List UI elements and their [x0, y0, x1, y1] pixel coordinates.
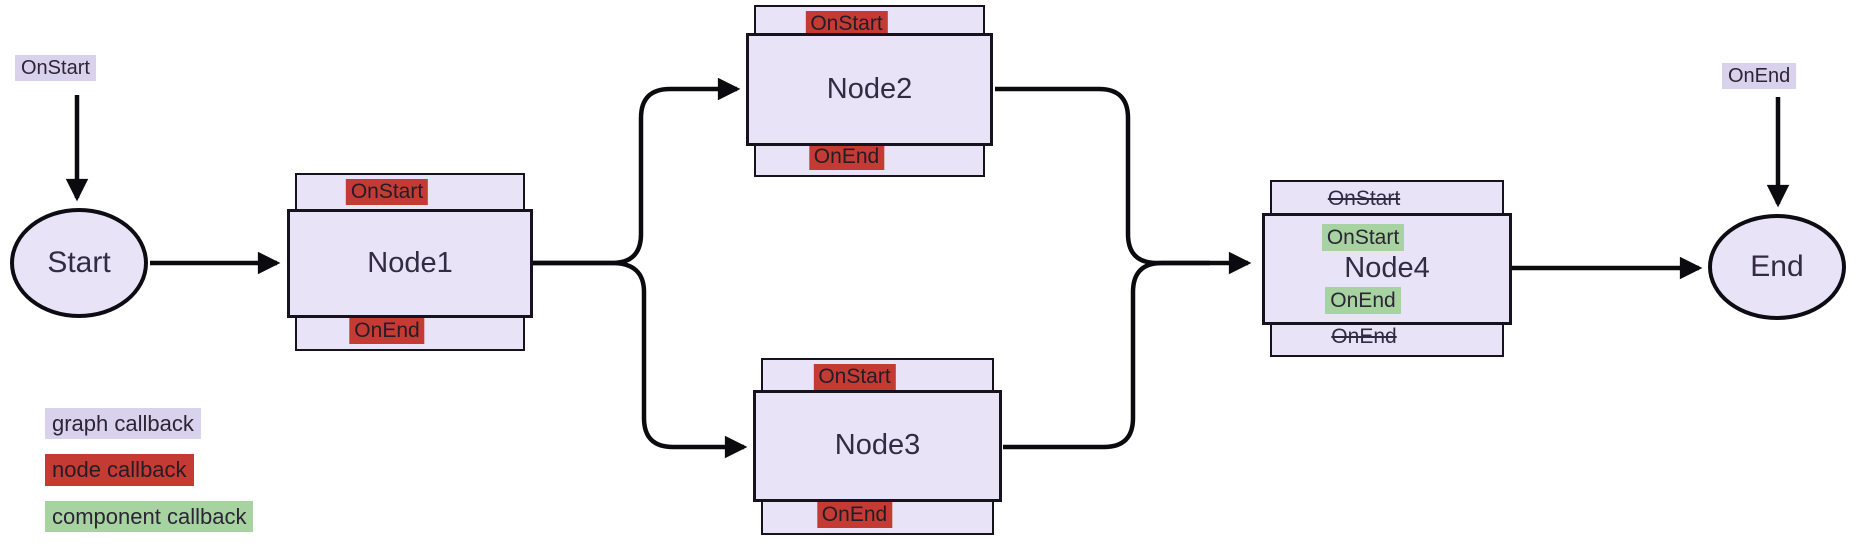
node3: OnStart OnEnd Node3 — [753, 358, 1002, 535]
graph-onstart-label: OnStart — [15, 55, 96, 81]
graph-onend-label: OnEnd — [1722, 63, 1797, 89]
node1-onstart-callback: OnStart — [345, 179, 429, 206]
node3-onend-callback: OnEnd — [816, 501, 893, 528]
node4-body: OnStart Node4 OnEnd — [1262, 213, 1512, 325]
edge-node1-to-node2 — [533, 77, 741, 266]
node1-onend-callback: OnEnd — [349, 317, 425, 344]
legend: graph callback node callback component c… — [45, 408, 254, 532]
legend-graph-callback: graph callback — [45, 408, 201, 440]
node4-title: Node4 — [1344, 252, 1430, 285]
legend-component-callback: component callback — [45, 500, 254, 532]
node4: OnStart OnEnd OnStart Node4 OnEnd — [1262, 180, 1512, 357]
legend-node-callback: node callback — [45, 454, 194, 486]
node4-component-onstart-callback: OnStart — [1321, 224, 1405, 252]
node4-onend-callback-disabled: OnEnd — [1331, 324, 1397, 348]
node1-title: Node1 — [367, 246, 453, 279]
node2-body: Node2 — [746, 33, 993, 146]
node1: OnStart OnEnd Node1 — [287, 173, 533, 351]
node3-title: Node3 — [834, 429, 921, 462]
edge-node3-to-node4 — [1003, 260, 1210, 450]
node3-body: Node3 — [753, 390, 1002, 502]
node2: OnStart OnEnd Node2 — [746, 5, 993, 177]
node4-component-onend-callback: OnEnd — [1325, 286, 1401, 314]
start-node-label: Start — [47, 246, 111, 279]
node2-onend-callback: OnEnd — [808, 143, 885, 170]
start-node: Start — [10, 208, 148, 318]
end-node: End — [1708, 214, 1846, 320]
end-node-label: End — [1750, 250, 1804, 283]
edge-node2-to-node4 — [995, 86, 1252, 275]
node3-onstart-callback: OnStart — [813, 364, 896, 391]
node2-onstart-callback: OnStart — [805, 11, 888, 38]
node2-title: Node2 — [826, 72, 913, 105]
node1-body: Node1 — [287, 209, 533, 318]
node4-onstart-callback-disabled: OnStart — [1327, 187, 1401, 210]
edge-node1-to-node3 — [533, 260, 748, 459]
